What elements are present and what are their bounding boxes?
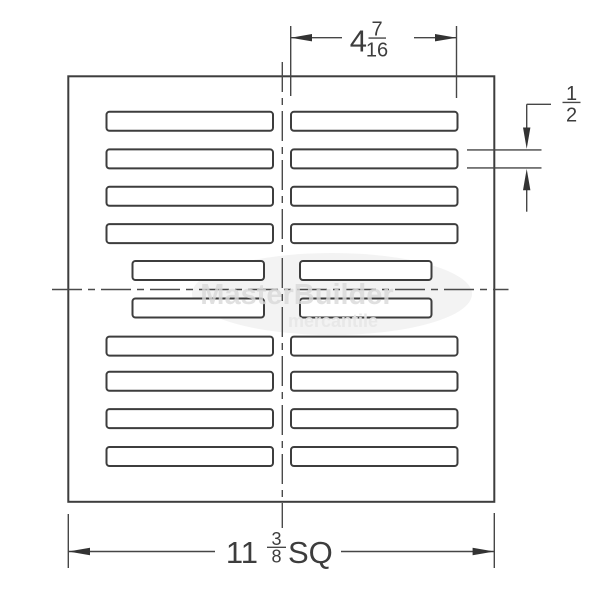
arrow-left-icon [290,34,312,42]
grate-slot [290,223,459,245]
grate-slots-short [131,260,433,319]
dimension-bottom-whole: 11 [226,535,258,570]
arrow-left-icon [68,547,90,556]
grate-slot [290,185,459,207]
grate-slot [290,370,459,392]
grate-slot [299,297,433,319]
grate-slot [105,408,274,430]
grate-slot [131,260,265,281]
grate-slot [290,408,459,430]
dimension-right-numerator: 1 [566,83,577,105]
arrow-right-icon [435,34,457,42]
dimension-bottom-suffix: SQ [288,535,333,570]
grate-slot [290,335,459,357]
grate-slot [105,446,274,467]
grate-slot [299,260,433,281]
dimension-bottom-denominator: 8 [271,547,281,567]
dimension-bottom: 11 3 8 SQ [67,513,495,570]
arrow-down-icon [523,127,531,149]
grate-slot [105,110,274,132]
watermark-text-main: MasterBuilder [200,279,393,311]
dimension-right: 1 2 [467,83,581,212]
arrow-up-icon [523,168,531,191]
arrow-right-icon [472,547,495,556]
grate-slot [131,297,265,319]
grate-slot [105,370,274,392]
grate-slots-right-long [290,110,459,467]
grate-slot [290,110,459,132]
dimension-bottom-numerator: 3 [271,529,281,549]
dimension-top-numerator: 7 [371,18,382,40]
dimension-top-denominator: 16 [366,40,388,62]
watermark: MasterBuilder mercantile [200,279,393,331]
grate-slot [105,223,274,245]
grate-slot [290,446,459,467]
grate-slots-left-long [105,110,274,467]
grate-slot [105,148,274,170]
grate-slot [105,185,274,207]
dimension-top: 4 7 16 [290,18,458,98]
grate-slot [290,148,459,170]
dimension-top-whole: 4 [350,24,367,59]
dimension-right-denominator: 2 [566,105,577,127]
grate-slot [105,335,274,357]
watermark-text-sub: mercantile [288,311,378,331]
